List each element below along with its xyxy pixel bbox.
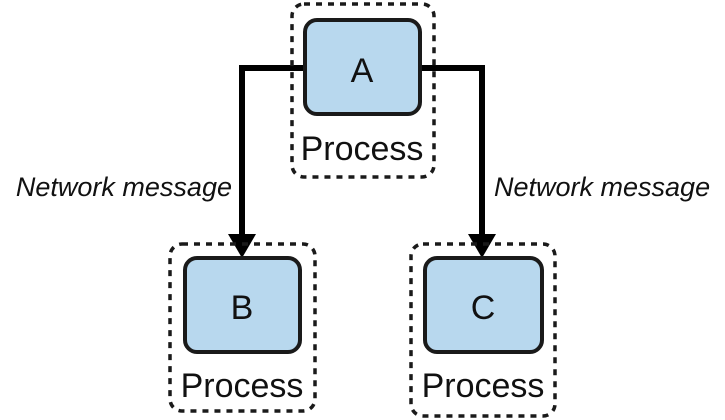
process-boundary-a [290,2,436,179]
edge-a-to-b [239,65,305,240]
node-a-label: A [351,52,374,90]
edge-label-a-to-c: Network message [494,172,710,202]
process-label-c: Process [422,367,545,405]
node-c [423,256,544,354]
process-label-a: Process [301,130,424,168]
node-c-label: C [471,289,496,327]
process-group-b: B Process [168,242,317,413]
edge-label-a-to-b: Network message [16,172,232,202]
node-a [303,18,422,116]
process-boundary-b [168,242,317,413]
process-label-b: Process [181,367,304,405]
process-group-a: A Process [290,2,436,179]
process-group-c: C Process [409,242,557,418]
arrowhead-b [228,234,256,258]
arrowhead-c [468,234,496,258]
process-boundary-c [409,242,557,418]
edge-a-to-c [420,65,485,240]
node-b-label: B [231,289,254,327]
node-b [183,256,302,354]
